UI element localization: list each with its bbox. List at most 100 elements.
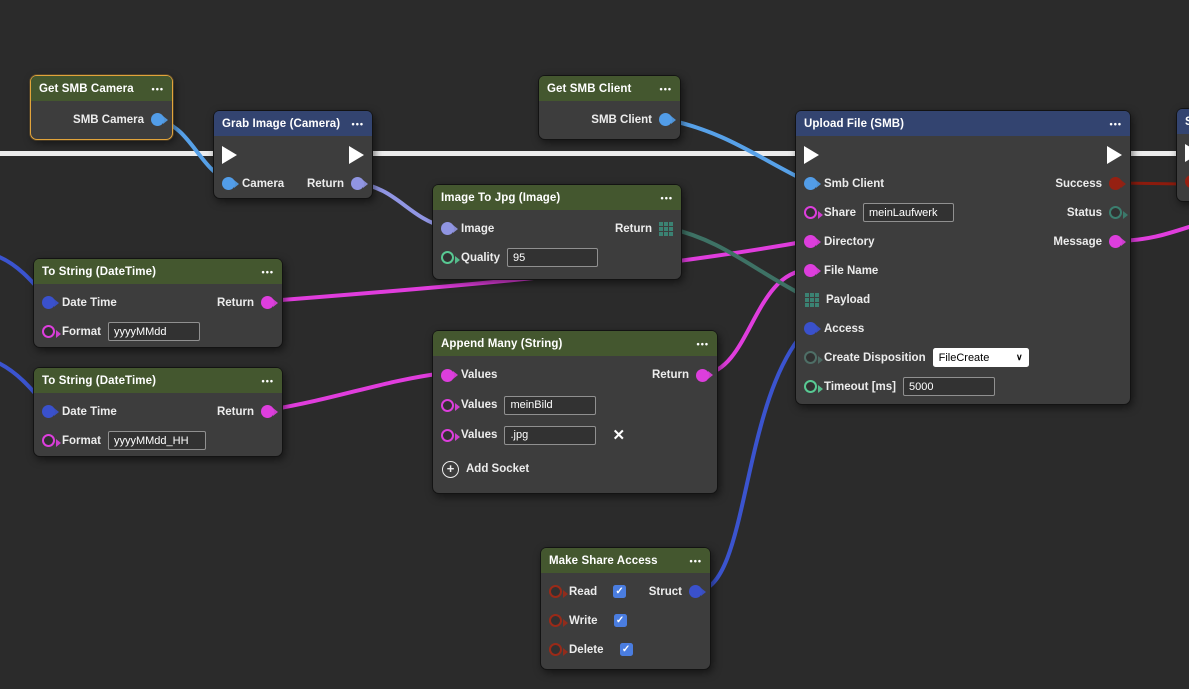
node-header[interactable]: Make Share Access	[541, 548, 710, 573]
values-input-3[interactable]	[504, 425, 597, 445]
quality-input-port[interactable]	[441, 251, 460, 264]
image-input-port[interactable]	[441, 222, 458, 235]
format-input[interactable]	[107, 322, 200, 341]
node-header[interactable]: Get SMB Client	[539, 76, 680, 101]
node-menu-icon[interactable]	[262, 375, 274, 387]
write-input-port[interactable]	[549, 614, 568, 627]
node-menu-icon[interactable]	[262, 266, 274, 278]
node-title: Make Share Access	[549, 554, 658, 567]
port-label: Values	[461, 399, 498, 411]
node-upload-file-smb[interactable]: Upload File (SMB) Smb Client Success Sha…	[795, 110, 1131, 405]
directory-input-port[interactable]	[804, 235, 821, 248]
message-output-port[interactable]	[1109, 235, 1126, 248]
node-to-string-datetime-1[interactable]: To String (DateTime) Date Time Return Fo…	[33, 258, 283, 348]
node-header[interactable]: Append Many (String)	[433, 331, 717, 356]
smb-client-input-port[interactable]	[804, 177, 821, 190]
return-output-port[interactable]	[261, 296, 278, 309]
smb-camera-output-port[interactable]	[151, 113, 168, 126]
port-label: File Name	[824, 264, 879, 277]
node-title: To String (DateTime)	[42, 374, 157, 387]
exec-in-port[interactable]	[804, 145, 819, 164]
exec-out-port[interactable]	[349, 145, 364, 164]
camera-input-port[interactable]	[222, 177, 239, 190]
delete-socket-icon[interactable]	[612, 426, 625, 444]
node-menu-icon[interactable]	[152, 83, 164, 95]
format-input[interactable]	[107, 431, 206, 450]
node-grab-image[interactable]: Grab Image (Camera) Camera Return	[213, 110, 373, 199]
node-menu-icon[interactable]	[352, 118, 364, 130]
port-label: SMB Client	[591, 113, 652, 126]
node-header[interactable]: To String (DateTime)	[34, 368, 282, 393]
datetime-input-port[interactable]	[42, 405, 59, 418]
port-label: Share	[824, 206, 856, 219]
wire-jpgreturn-to-payload[interactable]	[667, 226, 810, 300]
node-image-to-jpg[interactable]: Image To Jpg (Image) Image Return Qualit…	[432, 184, 682, 280]
port-label: Timeout [ms]	[824, 380, 896, 393]
add-socket-icon[interactable]	[442, 460, 459, 478]
node-menu-icon[interactable]	[690, 555, 702, 567]
status-output-port[interactable]	[1109, 206, 1128, 219]
values-input-2[interactable]	[504, 395, 597, 415]
create-disposition-input-port[interactable]	[804, 351, 823, 364]
port-label: Create Disposition	[824, 351, 926, 364]
values-input-port-3[interactable]	[441, 428, 460, 442]
write-checkbox[interactable]	[613, 614, 627, 627]
smb-client-output-port[interactable]	[659, 113, 676, 126]
exec-in-port[interactable]	[1185, 143, 1189, 162]
return-output-port[interactable]	[696, 368, 713, 382]
share-input-port[interactable]	[804, 206, 823, 219]
node-header[interactable]: Image To Jpg (Image)	[433, 185, 681, 210]
access-input-port[interactable]	[804, 322, 821, 335]
timeout-input[interactable]	[903, 377, 995, 396]
node-menu-icon[interactable]	[660, 83, 672, 95]
timeout-input-port[interactable]	[804, 380, 823, 393]
node-menu-icon[interactable]	[1110, 118, 1122, 130]
exec-out-port[interactable]	[1107, 145, 1122, 164]
share-input[interactable]	[862, 203, 954, 222]
node-title: Image To Jpg (Image)	[441, 191, 561, 204]
file-name-input-port[interactable]	[804, 264, 821, 277]
node-get-smb-camera[interactable]: Get SMB Camera SMB Camera	[30, 75, 173, 140]
success-output-port[interactable]	[1109, 177, 1126, 190]
return-output-port[interactable]	[261, 405, 278, 418]
exec-in-port[interactable]	[222, 145, 237, 164]
node-append-many[interactable]: Append Many (String) Values Return Value…	[432, 330, 718, 494]
wire-struct-to-access[interactable]	[695, 326, 810, 593]
return-bytearray-output-port[interactable]	[659, 221, 673, 236]
format-input-port[interactable]	[42, 434, 61, 447]
node-header[interactable]: To String (DateTime)	[34, 259, 282, 284]
create-disposition-select[interactable]: FileCreate	[932, 348, 1029, 367]
wire-appendreturn-to-filename[interactable]	[702, 268, 810, 376]
quality-input[interactable]	[506, 248, 598, 267]
add-socket-label[interactable]: Add Socket	[466, 463, 530, 475]
node-get-smb-client[interactable]: Get SMB Client SMB Client	[538, 75, 681, 140]
node-to-string-datetime-2[interactable]: To String (DateTime) Date Time Return Fo…	[33, 367, 283, 457]
delete-input-port[interactable]	[549, 643, 568, 656]
node-header[interactable]: Upload File (SMB)	[796, 111, 1130, 136]
port-label: Access	[824, 322, 865, 335]
port-label: Payload	[826, 293, 871, 306]
port-label: Read	[569, 585, 598, 598]
input-port[interactable]	[1185, 175, 1189, 188]
port-label: Quality	[461, 251, 500, 264]
datetime-input-port[interactable]	[42, 296, 59, 309]
wire-tostring2-to-values[interactable]	[267, 371, 446, 412]
wire-smbclient-to-smbclient[interactable]	[663, 117, 810, 184]
return-output-port[interactable]	[351, 177, 368, 190]
node-header[interactable]: Grab Image (Camera)	[214, 111, 372, 136]
node-header[interactable]: Get SMB Camera	[31, 76, 172, 101]
node-menu-icon[interactable]	[661, 192, 673, 204]
struct-output-port[interactable]	[689, 585, 706, 598]
read-input-port[interactable]	[549, 585, 568, 598]
delete-checkbox[interactable]	[619, 643, 633, 656]
format-input-port[interactable]	[42, 325, 61, 338]
values-input-port-2[interactable]	[441, 398, 460, 412]
read-checkbox[interactable]	[613, 585, 627, 598]
node-partial-right[interactable]: S	[1176, 108, 1189, 202]
node-make-share-access[interactable]: Make Share Access Read Struct Write Dele…	[540, 547, 711, 670]
payload-bytearray-input-port[interactable]	[805, 292, 819, 307]
values-input-port-1[interactable]	[441, 368, 458, 382]
node-title: Append Many (String)	[441, 337, 563, 350]
node-header[interactable]: S	[1177, 109, 1189, 134]
node-menu-icon[interactable]	[697, 338, 709, 350]
